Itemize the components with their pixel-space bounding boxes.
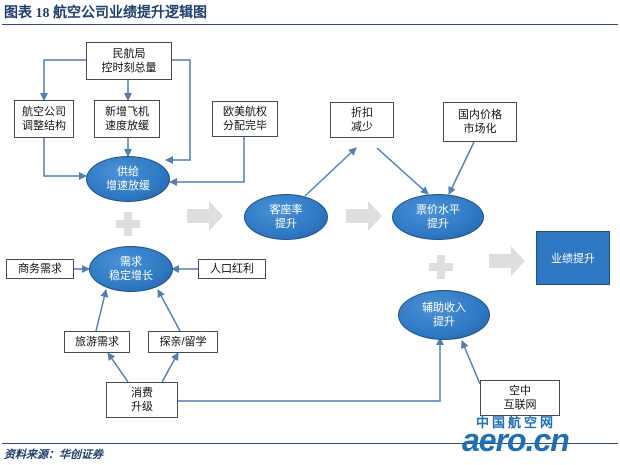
figure-title: 图表 18 航空公司业绩提升逻辑图 <box>4 6 207 21</box>
arrow-domestic-price-to-fare <box>448 141 475 195</box>
source-note: 资料来源：华创证券 <box>4 449 103 461</box>
arrow-caac-to-restructure <box>40 59 86 101</box>
arrow-consumption-to-ancillary <box>178 337 444 402</box>
arrow-tourism-to-demand <box>95 289 109 332</box>
discount-box: 折扣 减少 <box>330 102 394 138</box>
eu-rights-box: 欧美航权 分配完毕 <box>212 101 278 137</box>
family-study-box: 探亲/留学 <box>148 331 218 353</box>
demand-oval: 需求 稳定增长 <box>89 246 173 292</box>
arrow-load-factor-to-discount <box>304 147 357 197</box>
block-arrow-to-performance <box>489 246 525 276</box>
load-factor-oval: 客座率 提升 <box>244 194 328 240</box>
fare-level-oval: 票价水平 提升 <box>392 194 484 240</box>
ancillary-revenue-oval: 辅助收入 提升 <box>398 290 490 340</box>
tourism-demand-box: 旅游需求 <box>64 331 130 353</box>
block-arrow-to-fare <box>346 201 382 231</box>
arrow-family-study-to-demand <box>157 289 181 332</box>
domestic-price-box: 国内价格 市场化 <box>443 102 517 142</box>
arrow-restructure-to-supply <box>43 138 87 180</box>
logo-chinese-text: 中国航空网 <box>476 415 557 430</box>
consumption-upgrade-box: 消费 升级 <box>106 382 178 418</box>
restructure-box: 航空公司 调整结构 <box>14 100 74 138</box>
new-planes-box: 新增飞机 速度放缓 <box>94 100 160 138</box>
block-arrow-to-load-factor <box>187 201 223 231</box>
arrow-discount-to-fare <box>376 147 429 195</box>
demographic-dividend-box: 人口红利 <box>198 259 266 279</box>
plus-symbol-fare-ancillary <box>429 255 453 279</box>
aero-cn-logo: 中国航空网 aero.cn <box>462 410 618 464</box>
arrow-consumption-to-family-study <box>161 352 179 383</box>
in-flight-wifi-box: 空中 互联网 <box>480 380 560 416</box>
footer-divider <box>2 443 618 444</box>
arrow-consumption-to-tourism <box>107 352 129 383</box>
arrow-wifi-to-ancillary <box>461 340 481 385</box>
logo-domain-text: aero.cn <box>462 422 570 458</box>
caac-slot-control-box: 民航局 控时刻总量 <box>86 42 172 80</box>
arrow-caac-to-supply <box>165 59 191 164</box>
arrow-eu-rights-to-supply <box>169 137 245 186</box>
title-divider <box>2 24 618 25</box>
performance-box: 业绩提升 <box>536 231 610 285</box>
supply-oval: 供给 增速放缓 <box>86 156 170 202</box>
business-demand-box: 商务需求 <box>6 259 74 279</box>
plus-symbol-supply-demand <box>116 212 140 236</box>
